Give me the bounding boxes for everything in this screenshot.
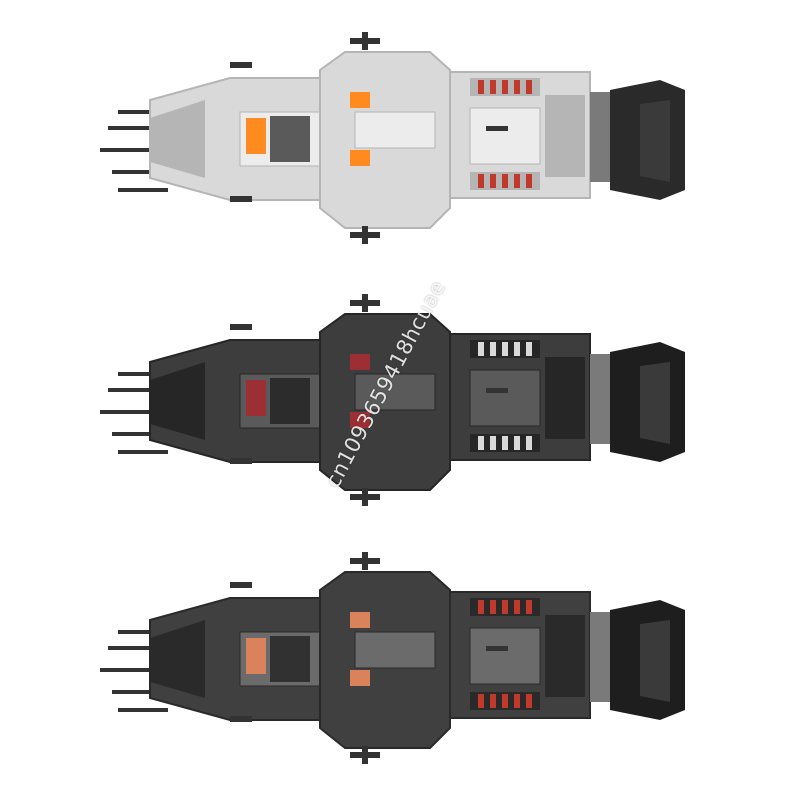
- red-coil: [490, 694, 496, 708]
- rear-panel: [469, 107, 541, 165]
- red-coil: [490, 600, 496, 614]
- antenna: [112, 690, 162, 694]
- red-coil: [490, 80, 496, 94]
- nose-accent: [246, 118, 266, 154]
- mid-accent-bottom: [350, 150, 370, 166]
- mid-accent-bottom: [350, 412, 370, 428]
- red-coil: [502, 600, 508, 614]
- engine-inner: [640, 620, 670, 702]
- red-coil: [478, 436, 484, 450]
- antenna: [108, 388, 158, 392]
- red-coil: [502, 174, 508, 188]
- antenna: [108, 126, 158, 130]
- antenna: [118, 708, 168, 712]
- antenna: [118, 110, 168, 114]
- red-coil: [490, 174, 496, 188]
- antenna: [112, 170, 162, 174]
- red-coil: [490, 436, 496, 450]
- nose-panel: [150, 362, 205, 440]
- red-coil: [502, 342, 508, 356]
- cockpit-window: [270, 636, 310, 682]
- red-coil: [526, 342, 532, 356]
- red-coil: [478, 174, 484, 188]
- red-coil: [502, 694, 508, 708]
- rear-panel: [469, 627, 541, 685]
- red-coil: [514, 342, 520, 356]
- rear-turret: [486, 388, 508, 393]
- red-coil: [514, 694, 520, 708]
- red-coil: [514, 174, 520, 188]
- red-coil: [478, 342, 484, 356]
- cockpit-window: [270, 116, 310, 162]
- red-coil: [478, 694, 484, 708]
- red-coil: [490, 342, 496, 356]
- antenna: [118, 372, 168, 376]
- fin-post: [362, 226, 368, 244]
- nose-panel: [150, 100, 205, 178]
- fin-post: [362, 294, 368, 312]
- cockpit-window: [270, 378, 310, 424]
- red-coil: [478, 80, 484, 94]
- nose-panel: [150, 620, 205, 698]
- rear-turret: [486, 646, 508, 651]
- mid-accent-top: [350, 612, 370, 628]
- antenna: [118, 188, 168, 192]
- fin: [230, 196, 252, 202]
- antenna: [100, 410, 150, 414]
- fin: [230, 324, 252, 330]
- mid-panel: [354, 631, 436, 669]
- red-coil: [514, 600, 520, 614]
- fin-post: [362, 32, 368, 50]
- fin: [230, 62, 252, 68]
- ship-black-orange-variant: [100, 552, 685, 764]
- mid-panel: [354, 373, 436, 411]
- mid-accent-bottom: [350, 670, 370, 686]
- fin: [230, 716, 252, 722]
- red-coil: [526, 694, 532, 708]
- mid-accent-top: [350, 354, 370, 370]
- red-coil: [526, 600, 532, 614]
- red-coil: [478, 600, 484, 614]
- red-coil: [526, 174, 532, 188]
- mid-panel: [354, 111, 436, 149]
- rear-block: [545, 95, 585, 177]
- fin-post: [362, 488, 368, 506]
- mid-accent-top: [350, 92, 370, 108]
- nose-accent: [246, 380, 266, 416]
- ship-white-variant: [100, 32, 685, 244]
- red-coil: [502, 436, 508, 450]
- engine-inner: [640, 362, 670, 444]
- red-coil: [514, 80, 520, 94]
- antenna: [100, 668, 150, 672]
- engine-inner: [640, 100, 670, 182]
- fin: [230, 458, 252, 464]
- fin: [230, 582, 252, 588]
- red-coil: [502, 80, 508, 94]
- red-coil: [526, 436, 532, 450]
- rear-turret: [486, 126, 508, 131]
- rear-panel: [469, 369, 541, 427]
- fin-post: [362, 746, 368, 764]
- nose-accent: [246, 638, 266, 674]
- antenna: [100, 148, 150, 152]
- antenna: [108, 646, 158, 650]
- fin-post: [362, 552, 368, 570]
- rear-block: [545, 615, 585, 697]
- rear-block: [545, 357, 585, 439]
- antenna: [112, 432, 162, 436]
- antenna: [118, 630, 168, 634]
- ship-black-red-variant: [100, 294, 685, 506]
- red-coil: [514, 436, 520, 450]
- red-coil: [526, 80, 532, 94]
- antenna: [118, 450, 168, 454]
